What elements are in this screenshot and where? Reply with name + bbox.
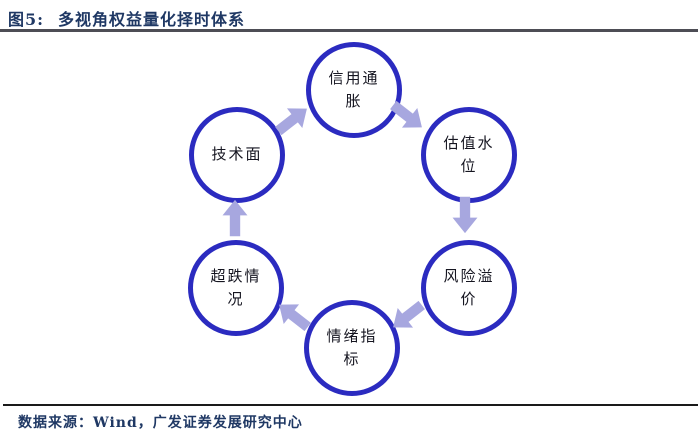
figure-title: 图5: 多视角权益量化择时体系	[8, 6, 245, 30]
node-valuation-level-label: 估值水 位	[443, 133, 495, 175]
node-sentiment-indicator: 情绪指 标	[304, 300, 400, 396]
arrow-credit-to-valuation-icon	[390, 100, 422, 128]
node-risk-premium-label: 风险溢 价	[443, 266, 495, 308]
figure-number-label: 图5:	[8, 10, 45, 29]
figure-title-text: 多视角权益量化择时体系	[58, 10, 246, 29]
header-divider	[0, 29, 698, 32]
node-sentiment-indicator-label: 情绪指 标	[326, 326, 378, 368]
footer-divider	[3, 404, 698, 406]
node-valuation-level: 估值水 位	[421, 107, 517, 203]
node-technical-aspect-label: 技术面	[211, 145, 263, 164]
arrow-valuation-to-risk-icon	[452, 196, 478, 234]
data-source-note: 数据来源：Wind，广发证券发展研究中心	[18, 415, 303, 431]
arrow-risk-to-sentiment-icon	[393, 300, 425, 328]
node-oversold-condition-label: 超跌情 况	[210, 266, 262, 308]
arrow-sentiment-to-oversold-icon	[279, 304, 311, 332]
arrow-oversold-to-tech-icon	[222, 199, 248, 237]
arrow-tech-to-credit-icon	[275, 108, 307, 136]
node-oversold-condition: 超跌情 况	[188, 240, 284, 336]
node-credit-inflation: 信用通 胀	[306, 42, 402, 138]
node-credit-inflation-label: 信用通 胀	[328, 68, 380, 110]
node-risk-premium: 风险溢 价	[421, 240, 517, 336]
node-technical-aspect: 技术面	[189, 107, 285, 203]
